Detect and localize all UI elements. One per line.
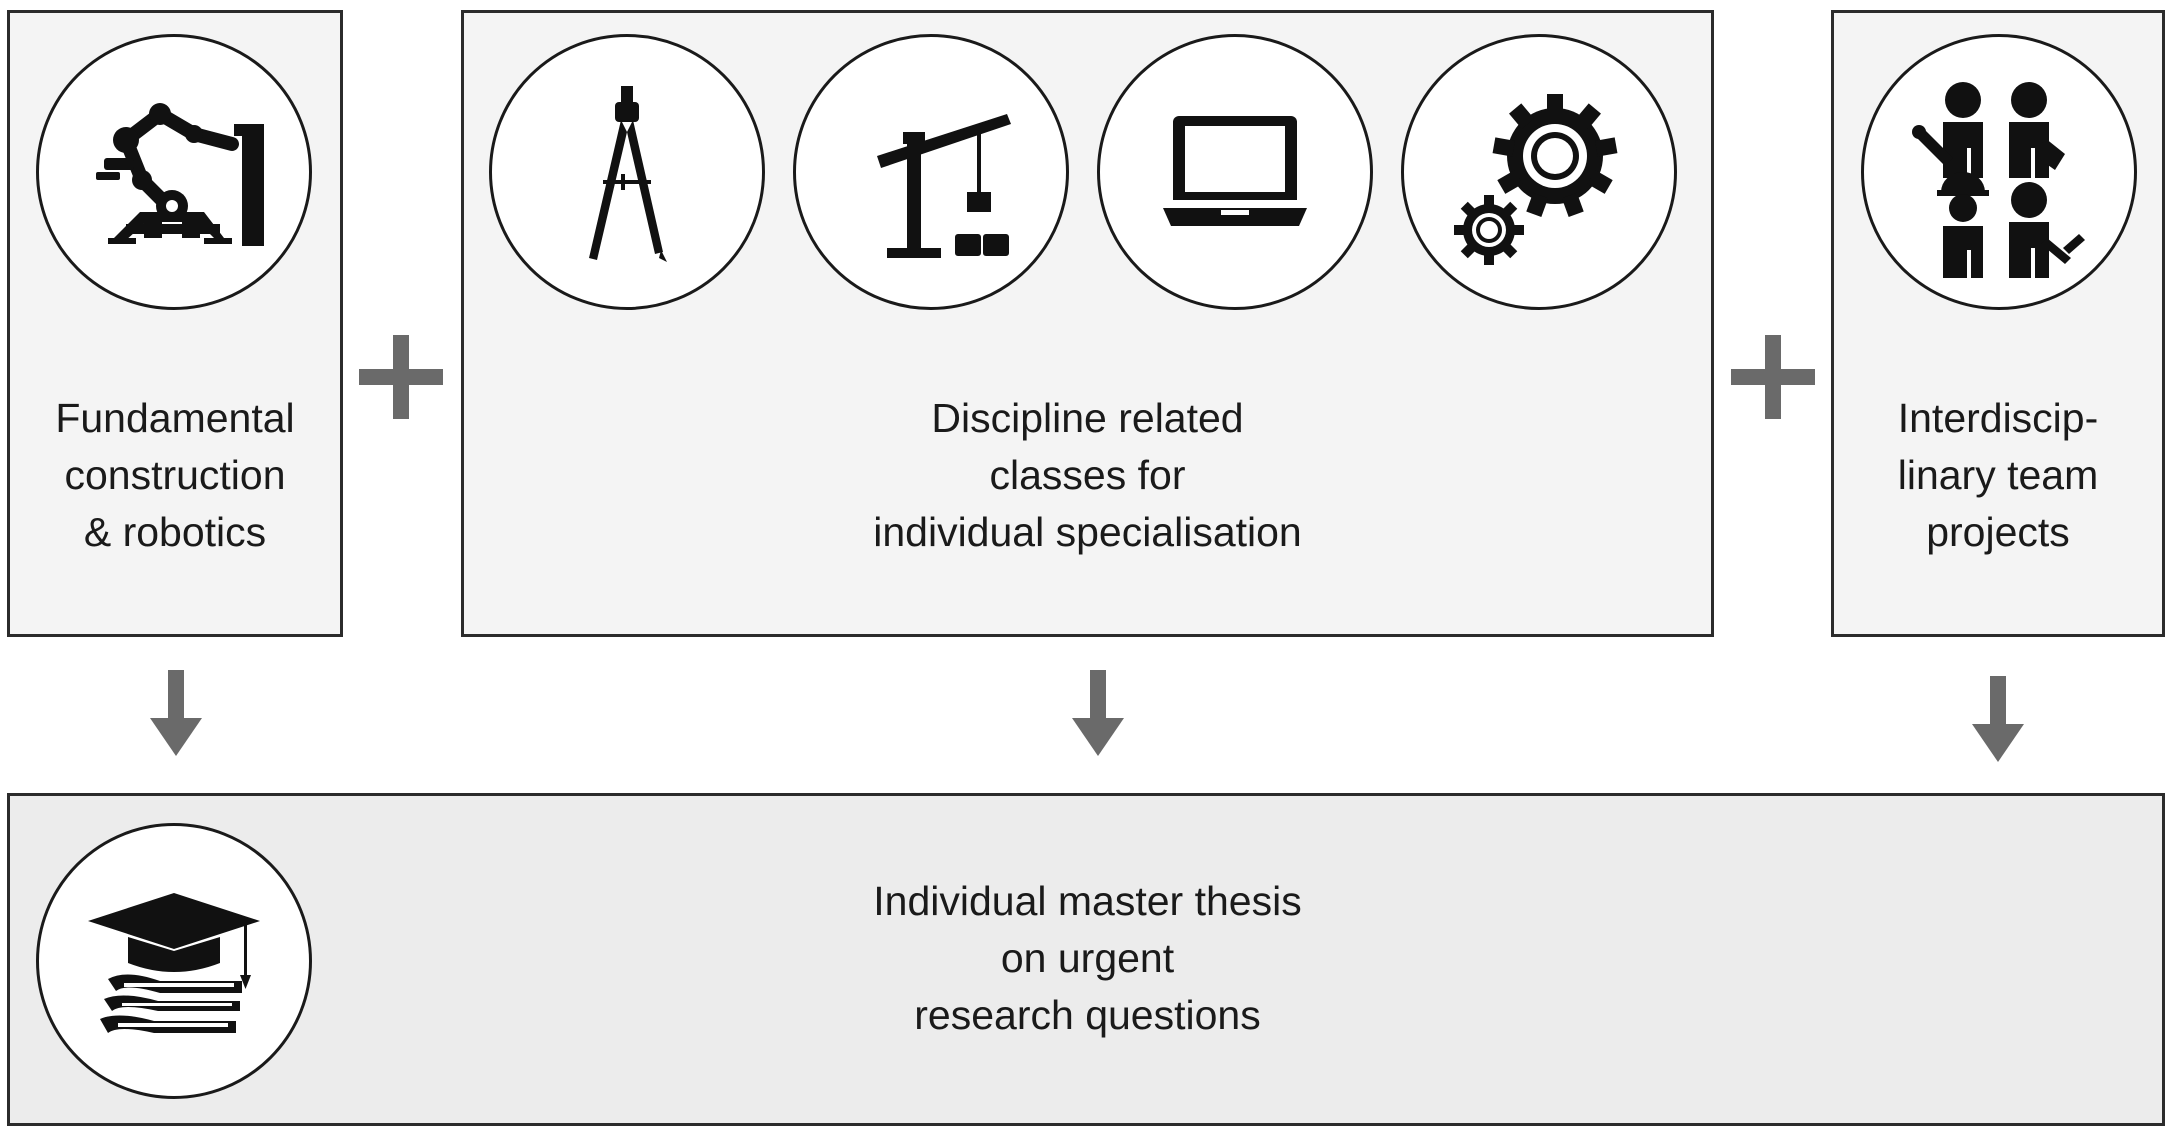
label-line: on urgent [1000,935,1175,981]
master-thesis-label: Individual master thesis on urgent resea… [461,873,1714,1044]
label-line: Interdiscip- [1897,395,2099,441]
laptop-circle [1097,34,1373,310]
label-line: construction [64,452,286,498]
laptop-icon [1163,116,1307,226]
label-line: Fundamental [55,395,295,441]
graduation-cap-books-icon [88,893,260,1033]
team-people-icon [1912,82,2085,278]
gears-circle [1401,34,1677,310]
discipline-classes-label: Discipline related classes for individua… [461,390,1714,561]
label-line: Discipline related [931,395,1244,441]
gears-icon [1454,94,1618,265]
label-line: individual specialisation [873,509,1302,555]
graduation-circle [36,823,312,1099]
down-arrow-icon [150,670,202,756]
plus-icon [1731,335,1815,419]
team-projects-label: Interdiscip- linary team projects [1831,390,2165,561]
robotics-circle [36,34,312,310]
master-thesis-box [7,793,2165,1126]
compass-circle [489,34,765,310]
team-circle [1861,34,2137,310]
down-arrow-icon [1072,670,1124,756]
fundamental-construction-label: Fundamental construction & robotics [7,390,343,561]
construction-crane-icon [877,114,1011,258]
down-arrow-icon [1972,676,2024,762]
crane-circle [793,34,1069,310]
label-line: linary team [1897,452,2099,498]
label-line: projects [1926,509,2070,555]
label-line: & robotics [83,509,267,555]
label-line: Individual master thesis [873,878,1302,924]
drafting-compass-icon [589,86,667,262]
robotic-arm-icon [96,103,264,246]
plus-icon [359,335,443,419]
label-line: research questions [914,992,1261,1038]
label-line: classes for [989,452,1186,498]
